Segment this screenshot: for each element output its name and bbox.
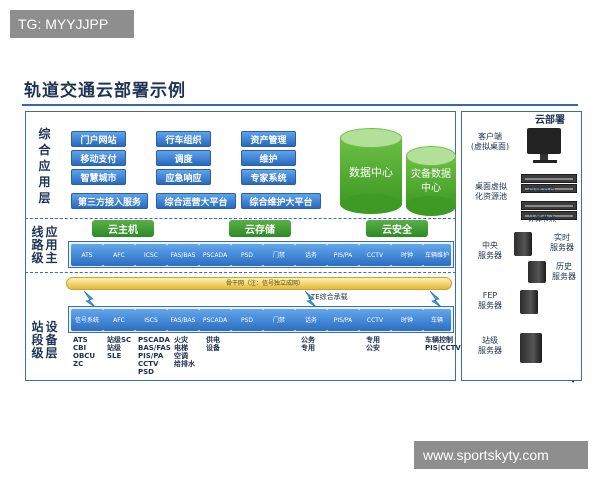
line-system-chip: CCTV — [359, 244, 391, 266]
line-system-chip: 时钟 — [391, 244, 423, 266]
line-system-chip: FAS/BAS — [167, 244, 199, 266]
separator-line-2 — [25, 272, 456, 273]
station-system-chip: CCTV — [359, 309, 391, 331]
app-emergency: 应急响应 — [156, 169, 211, 185]
monitor-base — [533, 160, 557, 163]
app-maintenance: 维护 — [241, 150, 296, 166]
backbone-label: 骨干网（注：信号独立成网） — [226, 280, 305, 287]
realtime-server-label: 实时 服务器 — [550, 233, 574, 252]
line-system-chip: PSD — [231, 244, 263, 266]
cloud-deployment-label: 云部署 — [535, 115, 565, 126]
app-smart-city: 智慧城市 — [71, 169, 126, 185]
station-system-chip: 话务 — [295, 309, 327, 331]
watermark-top: TG: MYYJJPP — [10, 10, 134, 38]
platform-operations: 综合运营大平台 — [156, 193, 236, 209]
station-system-chip: 车辆 — [423, 309, 451, 331]
station-system-chip: FAS/BAS — [167, 309, 199, 331]
line-system-chip: 话务 — [295, 244, 327, 266]
app-dispatch: 调度 — [156, 150, 211, 166]
app-asset-mgmt: 资产管理 — [241, 131, 296, 147]
compute-node-label: 计算节点 — [528, 215, 556, 223]
station-system-chip: PSD — [231, 309, 263, 331]
separator-line-1 — [25, 218, 456, 219]
watermark-bottom: www.sportskyty.com — [414, 441, 588, 469]
backup-data-center-cylinder: 灾备数据中心 — [406, 146, 456, 216]
footnote-dot: • — [571, 378, 576, 386]
platform-maintenance: 综合维护大平台 — [241, 193, 321, 209]
data-center-cylinder: 数据中心 — [340, 128, 402, 214]
backbone-network — [66, 277, 452, 290]
station-system-chip: AFC — [103, 309, 135, 331]
device-list-phone: 公务 专用 — [301, 336, 315, 352]
compute-rack-1 — [521, 201, 577, 210]
history-server-label: 历史 服务器 — [552, 262, 576, 281]
app-expert-system: 专家系统 — [241, 169, 296, 185]
station-system-chip: 时钟 — [391, 309, 423, 331]
station-system-chip: PIS/PA — [327, 309, 359, 331]
layer-label-station: 站 段 级 设 备 层 — [31, 320, 58, 360]
fep-server-label: FEP 服务器 — [478, 291, 502, 310]
layer-label-line: 线 路 级 应 用 主 层 — [31, 225, 58, 265]
monitor-stand — [540, 154, 548, 160]
central-server-label: 中央 服务器 — [478, 241, 502, 260]
device-list-signal: ATS CBI OBCU ZC — [73, 336, 96, 368]
device-list-pscada: 供电 设备 — [206, 336, 220, 352]
lte-label: LTE综合承载 — [308, 293, 348, 301]
station-server-icon — [520, 333, 542, 363]
station-system-chip: PSCADA — [199, 309, 231, 331]
line-system-chip: ICSC — [135, 244, 167, 266]
central-server-icon — [514, 232, 532, 256]
client-label: 客户端 (虚拟桌面) — [470, 132, 510, 151]
cloud-security-bar: 云安全 — [366, 220, 428, 237]
station-system-chip: 门禁 — [263, 309, 295, 331]
app-mobile-pay: 移动支付 — [71, 150, 126, 166]
device-list-fas: 火灾 电梯 空调 给排水 — [174, 336, 195, 368]
platform-third-party: 第三方接入服务 — [71, 193, 148, 209]
station-system-chip: ISCS — [135, 309, 167, 331]
app-portal: 门户网站 — [71, 131, 126, 147]
storage-node-label: 存储节点 — [528, 186, 556, 194]
storage-rack-1 — [521, 174, 577, 183]
device-list-iscs: PSCADA BAS/FAS PIS/PA CCTV PSD — [138, 336, 171, 376]
station-system-chip: 信号系统 — [71, 309, 103, 331]
device-list-cctv: 专用 公安 — [366, 336, 380, 352]
history-server-icon — [528, 261, 546, 283]
line-system-chip: 门禁 — [263, 244, 295, 266]
monitor-icon — [527, 128, 561, 154]
compute-rack-2 — [521, 211, 577, 220]
cloud-storage-bar: 云存储 — [229, 220, 291, 237]
layer-label-integrated: 综 合 应 用 层 — [38, 127, 51, 205]
app-train-ops: 行车组织 — [156, 131, 211, 147]
title-rule — [22, 104, 578, 106]
desktop-pool-label: 桌面虚拟 化资源池 — [475, 182, 507, 201]
line-system-chip: PIS/PA — [327, 244, 359, 266]
storage-rack-2 — [521, 184, 577, 193]
cloud-deployment-panel — [461, 111, 582, 381]
device-list-afc: 站级SC 站级 SLE — [107, 336, 132, 360]
fep-server-icon — [520, 290, 538, 314]
line-system-chip: ATS — [71, 244, 103, 266]
line-system-chip: 车辆维护 — [423, 244, 451, 266]
station-server-label: 站级 服务器 — [478, 336, 502, 355]
diagram-title: 轨道交通云部署示例 — [24, 81, 186, 101]
device-list-vehicle: 车辆控制 PIS|CCTV — [425, 336, 461, 352]
cloud-host-bar: 云主机 — [92, 220, 154, 237]
line-system-chip: PSCADA — [199, 244, 231, 266]
line-system-chip: AFC — [103, 244, 135, 266]
architecture-frame — [25, 111, 456, 381]
